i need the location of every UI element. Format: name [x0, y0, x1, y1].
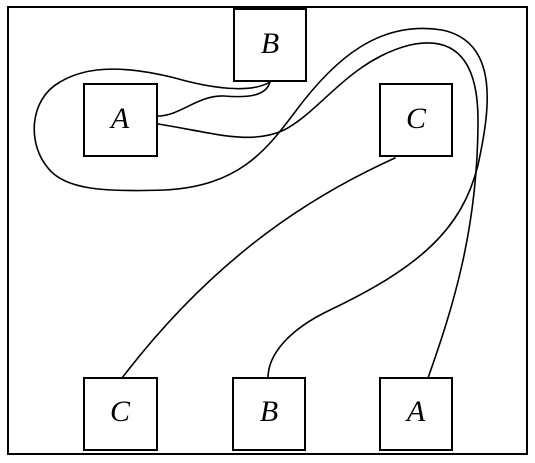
node-label: A	[405, 395, 426, 428]
node-bottom-c: C	[83, 377, 158, 451]
diagram-frame	[7, 6, 528, 455]
node-top-b: B	[233, 8, 307, 82]
node-right-c: C	[379, 83, 453, 157]
wire-top-b-loop-to-bottom-b	[33, 27, 488, 379]
node-bottom-a: A	[379, 377, 453, 451]
node-box	[232, 377, 306, 451]
node-box	[233, 8, 307, 82]
node-box	[379, 83, 453, 157]
node-box	[83, 377, 158, 451]
node-label: B	[261, 27, 279, 60]
node-box	[379, 377, 453, 451]
node-left-a: A	[83, 83, 158, 157]
wire-group	[33, 27, 488, 379]
wire-left-a-to-bottom-a	[157, 42, 479, 379]
node-label: C	[406, 102, 427, 135]
wire-right-c-to-bottom-c	[121, 157, 396, 379]
node-box	[83, 83, 158, 157]
node-label: B	[260, 395, 278, 428]
wire-top-b-to-left-a	[157, 81, 271, 117]
node-bottom-b: B	[232, 377, 306, 451]
node-label: A	[109, 102, 130, 135]
node-label: C	[110, 395, 131, 428]
